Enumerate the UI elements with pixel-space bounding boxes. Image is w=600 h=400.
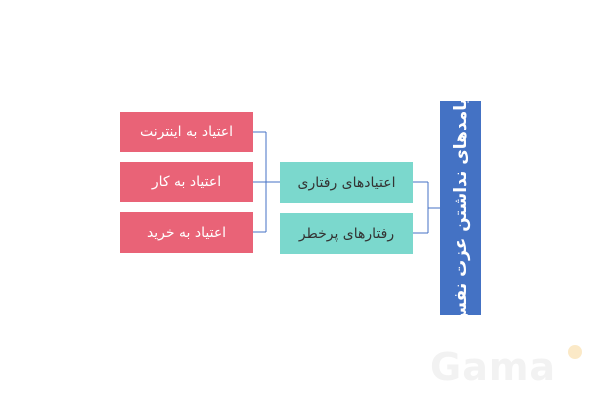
root-node: پیامدهای نداشتن عزت نفس	[440, 91, 481, 325]
branch-node-label: اعتیادهای رفتاری	[297, 174, 396, 191]
leaf-node-label: اعتیاد به خرید	[146, 224, 227, 241]
leaf-node-shopping-addiction: اعتیاد به خرید	[120, 212, 253, 253]
watermark-logo: Gama	[430, 345, 557, 389]
leaf-node-work-addiction: اعتیاد به کار	[120, 162, 253, 202]
leaf-node-label: اعتیاد به کار	[151, 174, 222, 190]
leaf-node-internet-addiction: اعتیاد به اینترنت	[120, 112, 253, 152]
root-node-label: پیامدهای نداشتن عزت نفس	[450, 90, 471, 326]
watermark-dot-icon	[568, 345, 582, 359]
branch-node-risky-behaviors: رفتارهای پرخطر	[280, 213, 413, 254]
branch-node-label: رفتارهای پرخطر	[298, 225, 395, 242]
branch-node-behavioral-addictions: اعتیادهای رفتاری	[280, 162, 413, 203]
leaf-node-label: اعتیاد به اینترنت	[139, 124, 234, 140]
